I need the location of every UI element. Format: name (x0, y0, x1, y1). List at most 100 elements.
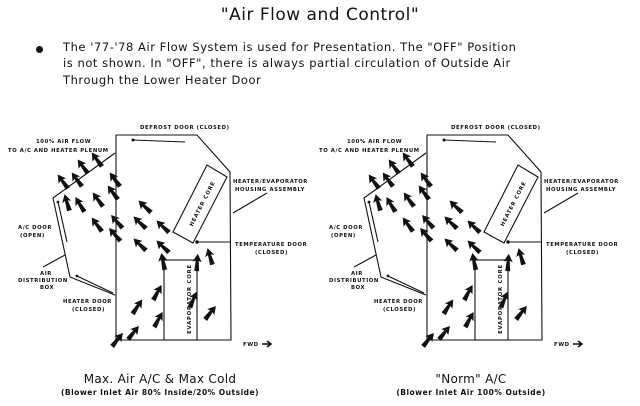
airflow-arrow-icon (152, 312, 163, 329)
fwd-label: FWD (554, 342, 570, 348)
ac-door (57, 201, 68, 243)
airflow-arrow-icon (503, 253, 513, 272)
diagram-norm-ac: DEFROST DOOR (CLOSED) 100% AIR FLOW TO A… (311, 110, 631, 360)
air-box-label: DISTRIBUTION (329, 278, 379, 284)
airflow-arrow-icon (91, 152, 104, 168)
evaporator-core-label: EVAPORATOR CORE (497, 264, 504, 334)
diagram-max-air: DEFROST DOOR (CLOSED) 100% AIR FLOW TO A… (0, 110, 320, 360)
airflow-arrow-icon (422, 214, 436, 230)
bullet-text-line: is not shown. In "OFF", there is always … (63, 56, 511, 70)
airflow-arrow-icon (91, 217, 104, 233)
airflow-arrow-icon (402, 217, 415, 233)
airflow-arrow-icon (444, 216, 459, 231)
airflow-arrow-icon (420, 172, 433, 188)
heater-door-label: HEATER DOOR (374, 299, 423, 305)
housing-outline (115, 134, 232, 341)
airflow-arrow-icon (126, 325, 139, 342)
air-box-label: AIR (351, 271, 363, 277)
airflow-label: 100% AIR FLOW (347, 139, 403, 145)
defrost-door-label: DEFROST DOOR (CLOSED) (140, 125, 230, 131)
air-box-label: DISTRIBUTION (18, 278, 68, 284)
airflow-arrow-icon (156, 240, 171, 255)
airflow-arrow-icon (463, 312, 474, 329)
airflow-arrow-icon (130, 299, 143, 316)
airflow-arrow-icon (57, 174, 70, 190)
airflow-arrow-icon (516, 248, 526, 266)
airflow-arrow-icon (437, 325, 450, 342)
housing-label: HEATER/EVAPORATOR (544, 179, 619, 185)
airflow-arrow-icon (403, 192, 416, 208)
fwd-label: FWD (243, 342, 259, 348)
airflow-arrow-icon (109, 172, 122, 188)
ac-door (368, 201, 379, 243)
airflow-arrow-icon (444, 238, 459, 253)
temperature-door-label: (CLOSED) (255, 250, 289, 256)
airflow-arrow-icon (402, 152, 415, 168)
airflow-arrow-icon (75, 197, 87, 214)
airflow-arrow-icon (467, 220, 482, 235)
defrost-door (443, 139, 497, 143)
airflow-arrow-icon (421, 332, 434, 349)
caption-norm-ac: "Norm" A/C (435, 372, 507, 386)
defrost-door-label: DEFROST DOOR (CLOSED) (451, 125, 541, 131)
temperature-door-label: TEMPERATURE DOOR (235, 242, 308, 248)
airflow-label: TO A/C AND HEATER PLENUM (319, 148, 420, 154)
airflow-arrow-icon (449, 200, 464, 215)
defrost-door (132, 139, 186, 143)
airflow-arrow-icon (92, 192, 105, 208)
caption-max-air: Max. Air A/C & Max Cold (83, 372, 237, 386)
airflow-arrow-icon (110, 332, 123, 349)
temperature-door-label: (CLOSED) (566, 250, 600, 256)
heater-door (76, 275, 114, 294)
airflow-arrow-icon (156, 220, 171, 235)
ac-door-label: (OPEN) (331, 233, 356, 239)
heater-door-label: HEATER DOOR (63, 299, 112, 305)
ac-door-label: A/C DOOR (329, 225, 364, 231)
airflow-arrow-icon (386, 197, 398, 214)
airflow-arrow-icon (133, 238, 148, 253)
airflow-arrow-icon (71, 172, 84, 188)
forward-arrow-icon (573, 340, 584, 348)
temperature-door-label: TEMPERATURE DOOR (546, 242, 619, 248)
airflow-arrow-icon (388, 159, 401, 175)
air-distribution-box (52, 152, 116, 296)
airflow-arrow-icon (138, 200, 153, 215)
air-box-label: BOX (351, 285, 366, 291)
airflow-arrow-icon (77, 159, 90, 175)
airflow-arrow-icon (203, 305, 216, 322)
heater-door (387, 275, 425, 294)
airflow-arrow-icon (469, 252, 479, 271)
airflow-arrow-icon (107, 185, 120, 201)
airflow-arrow-icon (467, 240, 482, 255)
air-box-label: AIR (40, 271, 52, 277)
bullet-icon (36, 44, 46, 54)
ac-door-label: A/C DOOR (18, 225, 53, 231)
airflow-arrow-icon (109, 227, 123, 243)
heater-door-label: (CLOSED) (383, 307, 417, 313)
bullet-text-line: The '77-'78 Air Flow System is used for … (63, 40, 517, 54)
airflow-diagram-drawing (42, 134, 273, 349)
airflow-arrow-icon (420, 227, 434, 243)
subcaption-norm-ac: (Blower Inlet Air 100% Outside) (396, 388, 546, 397)
heater-door-label: (CLOSED) (72, 307, 106, 313)
airflow-arrow-icon (418, 185, 431, 201)
airflow-diagram-drawing (353, 134, 584, 349)
airflow-arrow-icon (373, 194, 383, 212)
airflow-arrow-icon (382, 172, 395, 188)
airflow-arrows (368, 152, 527, 349)
subcaption-max-air: (Blower Inlet Air 80% Inside/20% Outside… (60, 388, 260, 397)
forward-arrow-icon (262, 340, 273, 348)
airflow-arrow-icon (133, 216, 148, 231)
airflow-arrow-icon (205, 248, 215, 266)
airflow-arrow-icon (151, 285, 162, 302)
heater-core (172, 164, 228, 244)
air-box-label: BOX (40, 285, 55, 291)
airflow-label: 100% AIR FLOW (36, 139, 92, 145)
airflow-arrow-icon (158, 252, 168, 271)
bullet-text-line: Through the Lower Heater Door (63, 73, 262, 87)
housing-outline (426, 134, 543, 341)
heater-core (483, 164, 539, 244)
airflow-arrow-icon (368, 174, 381, 190)
airflow-arrows (57, 152, 216, 349)
housing-label: HOUSING ASSEMBLY (235, 187, 306, 193)
